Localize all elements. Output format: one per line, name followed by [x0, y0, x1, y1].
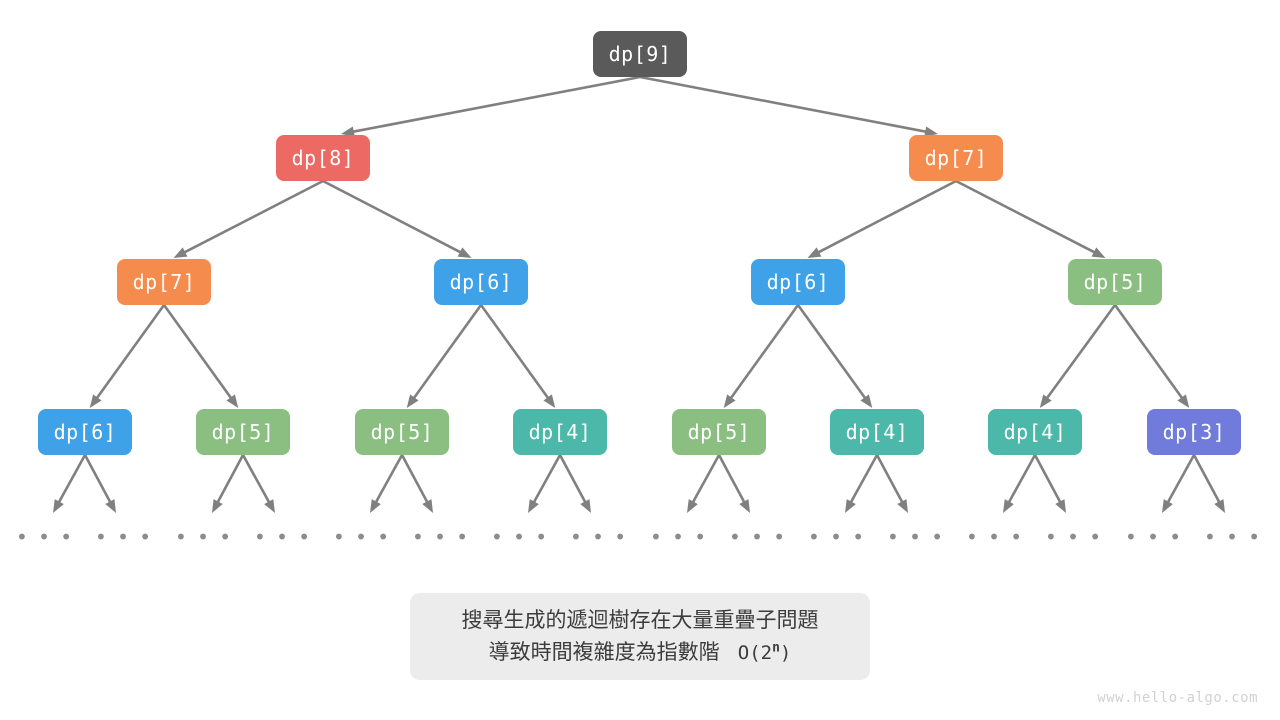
leaf-edge-n7-left [53, 454, 87, 513]
leaf-edge-n11-left [687, 454, 721, 513]
complexity-notation: O(2n) [726, 640, 792, 664]
tree-node-dp4-10: dp[4] [513, 409, 607, 455]
leaf-edge-n13-right [1033, 454, 1066, 513]
tree-node-label: dp[4] [1003, 420, 1067, 444]
tree-node-label: dp[4] [845, 420, 909, 444]
leaf-edge-n7-right [83, 454, 116, 513]
tree-node-dp3-14: dp[3] [1147, 409, 1241, 455]
tree-node-label: dp[6] [53, 420, 117, 444]
tree-node-dp6-7: dp[6] [38, 409, 132, 455]
tree-node-dp5-11: dp[5] [672, 409, 766, 455]
ellipsis-marker: • • • [1044, 525, 1104, 549]
tree-node-dp7-3: dp[7] [117, 259, 211, 305]
tree-node-dp5-9: dp[5] [355, 409, 449, 455]
caption-line-2: 導致時間複雜度為指數階 O(2n) [489, 639, 792, 666]
caption-line-1: 搜尋生成的遞迴樹存在大量重疊子問題 [461, 608, 819, 633]
edge-n2-to-n5 [807, 179, 957, 258]
leaf-edge-n14-left [1162, 454, 1196, 513]
ellipsis-marker: • • • [807, 525, 867, 549]
tree-node-label: dp[5] [687, 420, 751, 444]
ellipsis-marker: • • • [728, 525, 788, 549]
caption-line-2-text: 導致時間複雜度為指數階 [488, 639, 720, 664]
edge-n6-to-n14 [1113, 304, 1190, 408]
edge-n0-to-n2 [639, 75, 938, 137]
leaf-edge-n9-right [400, 454, 433, 513]
ellipsis-marker: • • • [569, 525, 629, 549]
leaf-edge-n11-right [717, 454, 750, 513]
tree-node-label: dp[7] [132, 270, 196, 294]
edge-n0-to-n1 [341, 75, 641, 137]
ellipsis-marker: • • • [94, 525, 154, 549]
leaf-edge-n12-right [875, 454, 908, 513]
leaf-edge-n10-right [558, 454, 591, 513]
tree-node-dp5-6: dp[5] [1068, 259, 1162, 305]
leaf-edge-n8-right [241, 454, 275, 513]
edge-n3-to-n7 [89, 304, 166, 408]
edge-n5-to-n11 [723, 304, 800, 408]
complexity-close: ) [779, 641, 792, 664]
tree-node-label: dp[7] [924, 146, 988, 170]
tree-node-label: dp[5] [211, 420, 275, 444]
edge-n1-to-n3 [173, 179, 324, 258]
leaf-edge-n13-left [1003, 454, 1037, 513]
tree-node-label: dp[4] [528, 420, 592, 444]
edge-n3-to-n8 [162, 304, 239, 408]
ellipsis-marker: • • • [253, 525, 313, 549]
tree-node-label: dp[5] [370, 420, 434, 444]
tree-node-dp5-8: dp[5] [196, 409, 290, 455]
watermark: www.hello-algo.com [1097, 690, 1258, 706]
edge-n2-to-n6 [955, 179, 1106, 258]
leaf-edge-n8-left [212, 454, 245, 513]
tree-node-dp4-12: dp[4] [830, 409, 924, 455]
edge-n4-to-n9 [406, 304, 483, 408]
edge-n6-to-n13 [1039, 304, 1117, 408]
tree-node-label: dp[9] [608, 42, 672, 66]
tree-node-dp9-0: dp[9] [593, 31, 687, 77]
complexity-open: O(2 [737, 641, 773, 664]
ellipsis-marker: • • • [965, 525, 1025, 549]
ellipsis-marker: • • • [332, 525, 392, 549]
tree-node-dp6-5: dp[6] [751, 259, 845, 305]
tree-node-label: dp[3] [1162, 420, 1226, 444]
tree-node-label: dp[8] [291, 146, 355, 170]
ellipsis-marker: • • • [174, 525, 234, 549]
tree-node-dp4-13: dp[4] [988, 409, 1082, 455]
ellipsis-marker: • • • [1203, 525, 1263, 549]
tree-node-label: dp[6] [766, 270, 830, 294]
ellipsis-marker: • • • [1124, 525, 1184, 549]
tree-node-label: dp[5] [1083, 270, 1147, 294]
ellipsis-marker: • • • [490, 525, 550, 549]
edge-n1-to-n4 [322, 179, 472, 258]
ellipsis-marker: • • • [649, 525, 709, 549]
ellipsis-marker: • • • [15, 525, 75, 549]
ellipsis-marker: • • • [886, 525, 946, 549]
complexity-exponent: n [772, 640, 780, 656]
tree-node-dp6-4: dp[6] [434, 259, 528, 305]
tree-node-dp8-1: dp[8] [276, 135, 370, 181]
edge-n4-to-n10 [479, 304, 556, 408]
tree-node-dp7-2: dp[7] [909, 135, 1003, 181]
leaf-edge-n10-left [528, 454, 562, 513]
leaf-edge-n9-left [370, 454, 404, 513]
edge-n5-to-n12 [796, 304, 873, 408]
leaf-edge-n12-left [845, 454, 879, 513]
caption-box: 搜尋生成的遞迴樹存在大量重疊子問題 導致時間複雜度為指數階 O(2n) [410, 593, 870, 680]
ellipsis-marker: • • • [411, 525, 471, 549]
leaf-edge-n14-right [1192, 454, 1225, 513]
tree-node-label: dp[6] [449, 270, 513, 294]
